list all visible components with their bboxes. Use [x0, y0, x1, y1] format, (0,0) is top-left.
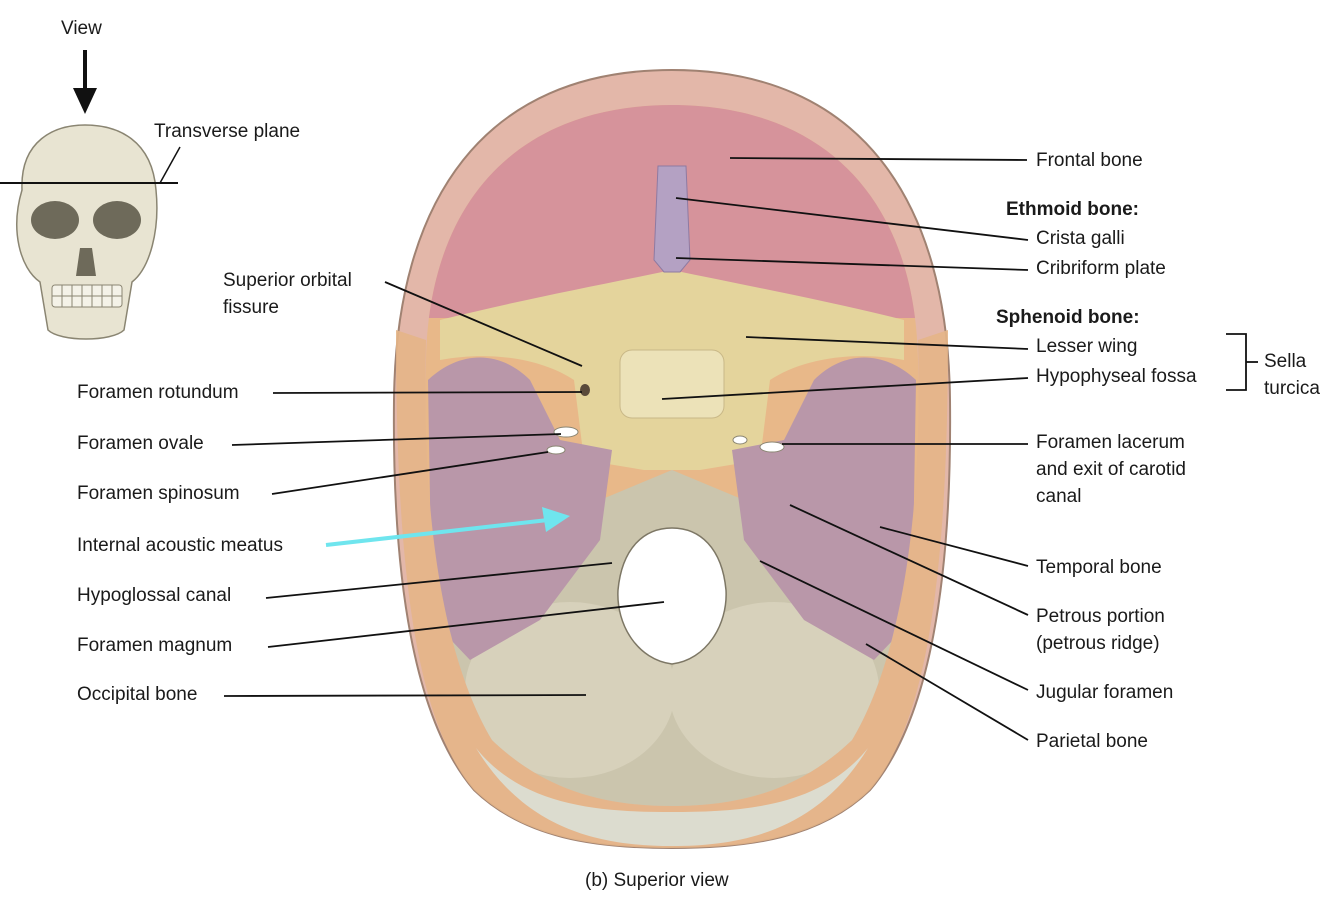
parietal-bone-label: Parietal bone: [1036, 731, 1148, 752]
foramen-spinosum-label: Foramen spinosum: [77, 483, 240, 504]
cyan-arrow-head-icon: [542, 507, 570, 532]
view-arrow-icon: [73, 88, 97, 114]
foramen-magnum-label: Foramen magnum: [77, 635, 233, 656]
foramen-ovale-label: Foramen ovale: [77, 433, 204, 454]
sella-turcica-label: Sella: [1264, 351, 1307, 372]
hypoglossal-canal-label: Hypoglossal canal: [77, 585, 232, 606]
figure-caption: (b) Superior view: [585, 870, 729, 891]
occipital-bone-label: Occipital bone: [77, 684, 198, 705]
lesser-wing-label: Lesser wing: [1036, 336, 1138, 357]
petrous-portion-label: Petrous portion: [1036, 606, 1165, 627]
sphenoid-bone-header: Sphenoid bone:: [996, 307, 1140, 328]
skull-left-eye-icon: [31, 201, 79, 239]
frontal-bone-label: Frontal bone: [1036, 150, 1143, 171]
jugular-foramen-label: Jugular foramen: [1036, 682, 1174, 703]
skull-right-eye-icon: [93, 201, 141, 239]
temporal-bone-left: [428, 357, 612, 660]
ethmoid-bone-region: [653, 165, 691, 273]
transverse-plane-label: Transverse plane: [154, 121, 301, 142]
internal-acoustic-meatus-label: Internal acoustic meatus: [77, 535, 283, 556]
foramen-magnum-hole: [617, 527, 727, 665]
internal-acoustic-meatus-pointer: [325, 518, 549, 547]
crista-galli-label: Crista galli: [1036, 228, 1125, 249]
ethmoid-bone-header: Ethmoid bone:: [1006, 199, 1139, 220]
foramen-rotundum-label: Foramen rotundum: [77, 382, 239, 403]
sella-turcica-label-2: turcica: [1264, 378, 1320, 399]
skull-inset: [16, 124, 158, 340]
petrous-portion-label-2: (petrous ridge): [1036, 633, 1160, 654]
superior-orbital-fissure-label: Superior orbital: [223, 270, 352, 291]
temporal-bone-right: [732, 357, 916, 660]
view-label: View: [61, 18, 102, 39]
cribriform-plate-label: Cribriform plate: [1036, 258, 1166, 279]
foramen-lacerum-label: Foramen lacerum: [1036, 432, 1185, 453]
sella-turcica-region: [619, 349, 725, 419]
superior-orbital-fissure-label-2: fissure: [223, 297, 279, 318]
foramen-lacerum-label-2: and exit of carotid: [1036, 459, 1186, 480]
hypophyseal-fossa-label: Hypophyseal fossa: [1036, 366, 1197, 387]
foramen-lacerum-label-3: canal: [1036, 486, 1082, 507]
temporal-bone-label: Temporal bone: [1036, 557, 1162, 578]
